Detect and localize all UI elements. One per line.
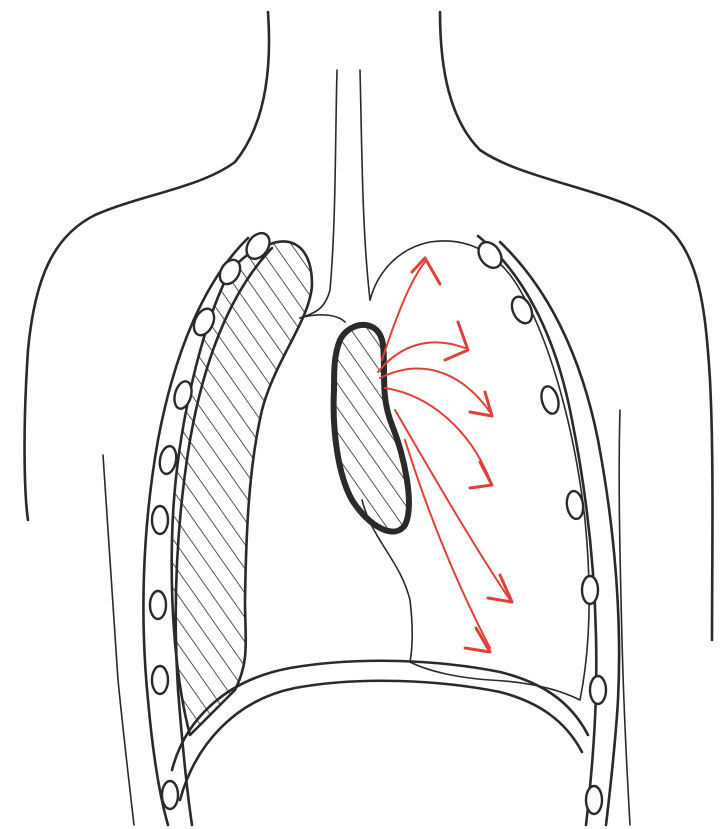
rib-oval: [162, 781, 178, 809]
right-arm-inner-line: [619, 410, 630, 825]
rib-oval: [590, 676, 606, 704]
neck-right-outline: [440, 12, 713, 640]
arrow-bottom: [405, 440, 490, 648]
left-arm-inner-line: [103, 455, 134, 825]
rib-oval: [539, 384, 562, 415]
arrowhead: [412, 258, 440, 284]
rib-oval: [586, 786, 602, 814]
rib-oval: [582, 576, 598, 604]
arrow-lower: [395, 410, 510, 600]
rib-oval: [158, 445, 179, 475]
rib-oval: [152, 666, 168, 694]
rib-oval: [150, 591, 166, 619]
hilar-lesion: [325, 315, 425, 545]
arrowhead: [445, 322, 468, 360]
arrowhead: [470, 392, 492, 416]
left-chest-wall: [474, 236, 619, 825]
trachea-right-wall: [360, 70, 370, 300]
rib-oval: [508, 294, 536, 327]
rib-oval: [152, 506, 168, 534]
